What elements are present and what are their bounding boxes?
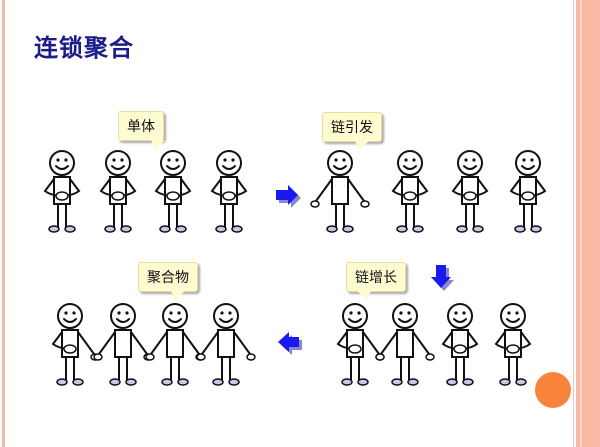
left-border bbox=[2, 0, 5, 447]
stick-figure bbox=[441, 303, 479, 386]
callout-polymer: 聚合物 bbox=[138, 262, 198, 300]
slide-title: 连锁聚合 bbox=[34, 34, 134, 62]
stick-figure bbox=[509, 150, 547, 233]
stick-figure bbox=[375, 303, 435, 386]
callout-initiation: 链引发 bbox=[322, 112, 382, 150]
stick-figure bbox=[145, 303, 205, 386]
stick-figure bbox=[196, 303, 256, 386]
callout-initiation-label: 链引发 bbox=[331, 120, 373, 136]
stick-figure bbox=[99, 150, 137, 233]
stick-figure bbox=[51, 303, 100, 386]
callout-propagation-label: 链增长 bbox=[355, 270, 397, 286]
callout-monomer: 单体 bbox=[118, 111, 165, 149]
stick-figure bbox=[391, 150, 429, 233]
right-border-stripes bbox=[572, 0, 600, 447]
callout-monomer-label: 单体 bbox=[127, 119, 155, 135]
stick-figure bbox=[93, 303, 153, 386]
arrow-right-icon bbox=[276, 185, 301, 208]
stick-figure bbox=[336, 303, 385, 386]
callout-polymer-label: 聚合物 bbox=[147, 270, 189, 286]
stick-figure bbox=[494, 303, 532, 386]
stick-figure bbox=[210, 150, 248, 233]
arrow-down-icon bbox=[431, 265, 454, 291]
orange-circle-decoration bbox=[535, 372, 571, 408]
arrow-left-icon bbox=[278, 332, 302, 355]
stick-figure bbox=[43, 150, 81, 233]
stick-figure bbox=[310, 150, 370, 233]
stick-figure bbox=[154, 150, 192, 233]
stick-figure bbox=[451, 150, 489, 233]
callout-propagation: 链增长 bbox=[346, 262, 406, 300]
